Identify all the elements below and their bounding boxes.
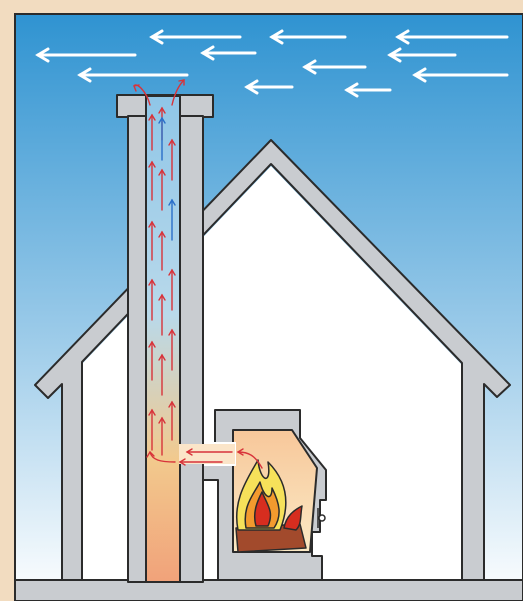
flue-opening-to-fireplace [179, 444, 235, 464]
chimney-flue [146, 96, 180, 582]
ash-pit [202, 480, 218, 580]
floor-slab [15, 580, 523, 601]
